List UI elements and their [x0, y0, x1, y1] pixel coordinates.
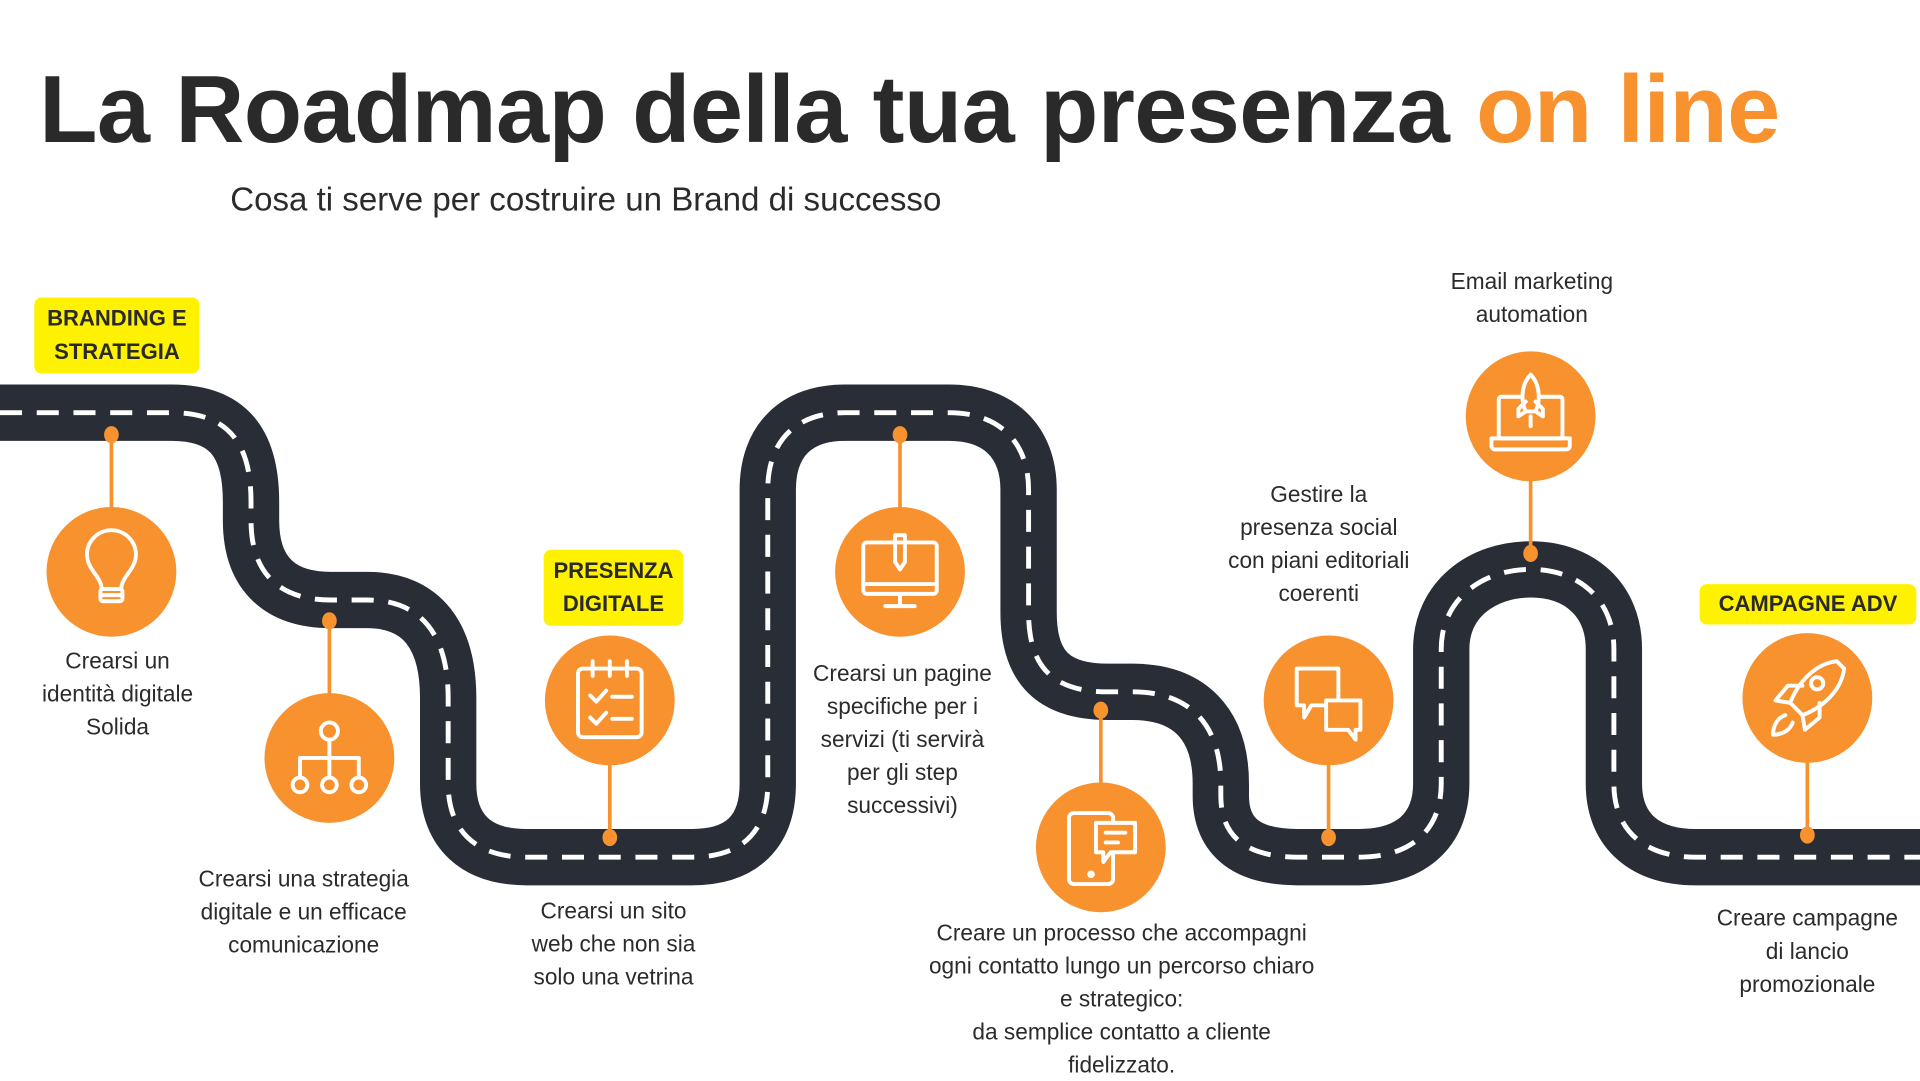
rocket-icon [1771, 659, 1847, 737]
label-line: digitale e un efficace [200, 898, 407, 925]
label-line: coerenti [1278, 580, 1360, 607]
label-line: web che non sia [531, 930, 696, 957]
label-line: Crearsi una strategia [198, 865, 409, 892]
label-line: ogni contatto lungo un percorso chiaro [928, 952, 1315, 979]
label-line: Creare campagne [1716, 904, 1899, 931]
step-label-7: Email marketing automation [1451, 264, 1613, 330]
title-accent: on line [1476, 55, 1780, 163]
label-line: per gli step [847, 759, 958, 785]
road-pin [322, 612, 337, 630]
lightbulb-icon [84, 528, 138, 604]
road-pin [602, 828, 618, 847]
label-line: Solida [86, 713, 150, 740]
road-pin [1321, 828, 1336, 847]
step-circle [1742, 633, 1873, 763]
label-line: da semplice contatto a cliente [972, 1018, 1271, 1045]
label-line: e strategico: [1059, 985, 1184, 1012]
label-line: servizi (ti servirà [820, 726, 985, 752]
label-line: Crearsi un pagine [813, 660, 992, 686]
step-circle [544, 635, 675, 766]
page-subtitle: Cosa ti serve per costruire un Brand di … [230, 181, 942, 218]
step-marker-8 [1742, 633, 1873, 844]
chat-bubbles-icon [1294, 666, 1363, 742]
label-line: solo una vetrina [533, 963, 694, 990]
label-line: identità digitale [41, 680, 194, 707]
label-line: Crearsi un [65, 647, 170, 674]
label-line: Crearsi un sito [540, 897, 687, 924]
mobile-chat-icon [1067, 811, 1138, 887]
label-line: con piani editoriali [1228, 547, 1410, 574]
tag-branding-strategia: BRANDING E STRATEGIA [34, 297, 200, 374]
step-marker-3 [544, 635, 675, 847]
tag-line: DIGITALE [562, 591, 665, 616]
tag-line: CAMPAGNE ADV [1718, 591, 1898, 616]
tag-line: STRATEGIA [54, 339, 180, 364]
road-lane-dashes [0, 410, 1920, 860]
step-label-4: Crearsi un pagine specifiche per i servizi… [813, 656, 992, 821]
label-line: promozionale [1739, 971, 1876, 997]
step-label-8: Creare campagne di lancio promozionale [1717, 901, 1898, 1000]
step-circle [835, 506, 965, 637]
road-pin [104, 426, 119, 444]
tag-presenza-digitale: PRESENZA DIGITALE [543, 549, 684, 626]
laptop-rocket-icon [1489, 372, 1572, 452]
step-marker-2 [264, 612, 395, 823]
monitor-pen-icon [861, 533, 939, 609]
road-pin [1523, 544, 1538, 563]
tag-line: BRANDING E [47, 306, 187, 331]
label-line: Creare un processo che accompagni [936, 919, 1307, 946]
label-line: presenza social [1240, 514, 1398, 541]
step-label-3: Crearsi un sito web che non sia solo una v… [532, 894, 696, 993]
step-label-2: Crearsi una strategia digitale e un effic… [199, 862, 409, 961]
label-line: Gestire la [1270, 481, 1368, 507]
step-marker-5 [1035, 701, 1166, 913]
step-marker-6 [1263, 635, 1394, 847]
label-line: fidelizzato. [1068, 1051, 1176, 1078]
title-main: La Roadmap della tua presenza [39, 55, 1450, 163]
checklist-icon [576, 659, 644, 740]
step-marker-7 [1465, 351, 1596, 563]
step-label-5: Creare un processo che accompagni ogni co… [929, 916, 1314, 1081]
step-label-6: Gestire la presenza social con piani edito… [1228, 478, 1409, 610]
label-line: specifiche per i [826, 693, 979, 719]
label-line: di lancio [1765, 937, 1849, 964]
tag-campagne-adv: CAMPAGNE ADV [1699, 584, 1917, 625]
hierarchy-icon [290, 720, 369, 795]
road-pin [1093, 701, 1109, 719]
road-pin [1800, 826, 1815, 844]
step-marker-1 [46, 426, 177, 637]
label-line: automation [1475, 301, 1588, 327]
step-circle [46, 506, 177, 637]
road-pin [892, 426, 908, 444]
tag-line: PRESENZA [553, 558, 674, 583]
label-line: Email marketing [1450, 268, 1614, 294]
step-marker-4 [835, 426, 965, 637]
label-line: comunicazione [228, 931, 380, 958]
label-line: successivi) [847, 792, 958, 818]
